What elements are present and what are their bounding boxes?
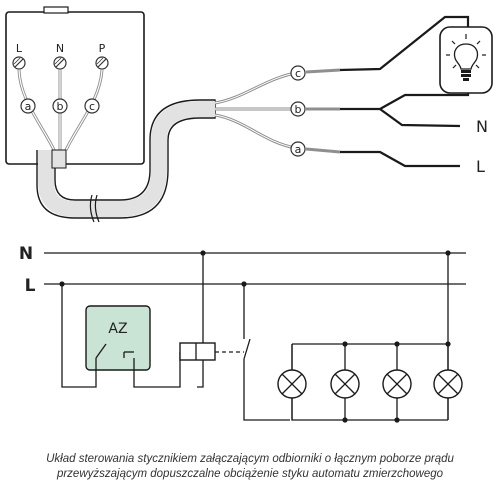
contactor-blade: [243, 338, 251, 360]
caption-line-2: przewyższającym dopuszczalne obciążenie …: [56, 468, 444, 480]
cable-marker-a: a: [295, 143, 302, 156]
cable-marker-b: b: [295, 103, 302, 116]
wire-marker-c: c: [89, 100, 95, 113]
schematic: N L: [19, 244, 466, 423]
automat-az: AZ: [85, 305, 151, 371]
wire-marker-a: a: [25, 100, 32, 113]
wire-marker-b: b: [57, 100, 64, 113]
terminal-screw-p: [95, 56, 109, 70]
cable-fanout-wires: [214, 70, 301, 150]
bus-label-n: N: [19, 244, 33, 264]
bus-label-l: L: [25, 276, 36, 296]
cable-end-c: c: [290, 65, 341, 81]
terminal-box: L N P a: [5, 6, 145, 165]
wire-marker-a-circle: [20, 98, 36, 114]
output-label-n: N: [476, 117, 488, 136]
caption-line-1: Układ sterowania stycznikiem załączający…: [46, 453, 454, 465]
cable-end-a: a: [290, 141, 341, 157]
terminal-label-p: P: [99, 42, 106, 55]
coil-neutral-wire: [197, 253, 204, 388]
cable-break-mark: [89, 194, 100, 223]
terminal-box-outline: [5, 11, 145, 165]
cable-sheath: [36, 99, 216, 223]
terminal-screw-l: [12, 56, 26, 70]
lamp-symbol-1: [277, 369, 307, 399]
junction-dots: [59, 250, 451, 423]
lamp-icon: [439, 26, 493, 94]
terminal-box-tab: [43, 6, 69, 14]
wire-marker-c-circle: [84, 98, 100, 114]
terminal-label-n: N: [56, 42, 64, 55]
cable-marker-c: c: [295, 67, 301, 80]
lamp-symbol-2: [330, 369, 360, 399]
contactor-coil: [179, 342, 216, 361]
terminal-screw-n: [53, 56, 67, 70]
lamp-symbol-4: [433, 369, 463, 399]
cable-gland: [51, 149, 67, 169]
automat-feed-wire: [61, 284, 97, 388]
output-label-l: L: [476, 157, 485, 176]
lamp-bus-bottom: [291, 344, 448, 421]
terminal-label-l: L: [16, 42, 23, 55]
wire-marker-b-circle: [52, 98, 68, 114]
automat-label: AZ: [108, 321, 127, 337]
lamp-symbol-3: [382, 369, 412, 399]
automat-output-wire: [133, 352, 181, 388]
cable-end-b: b: [290, 101, 340, 117]
contact-output-wire: [243, 359, 290, 421]
